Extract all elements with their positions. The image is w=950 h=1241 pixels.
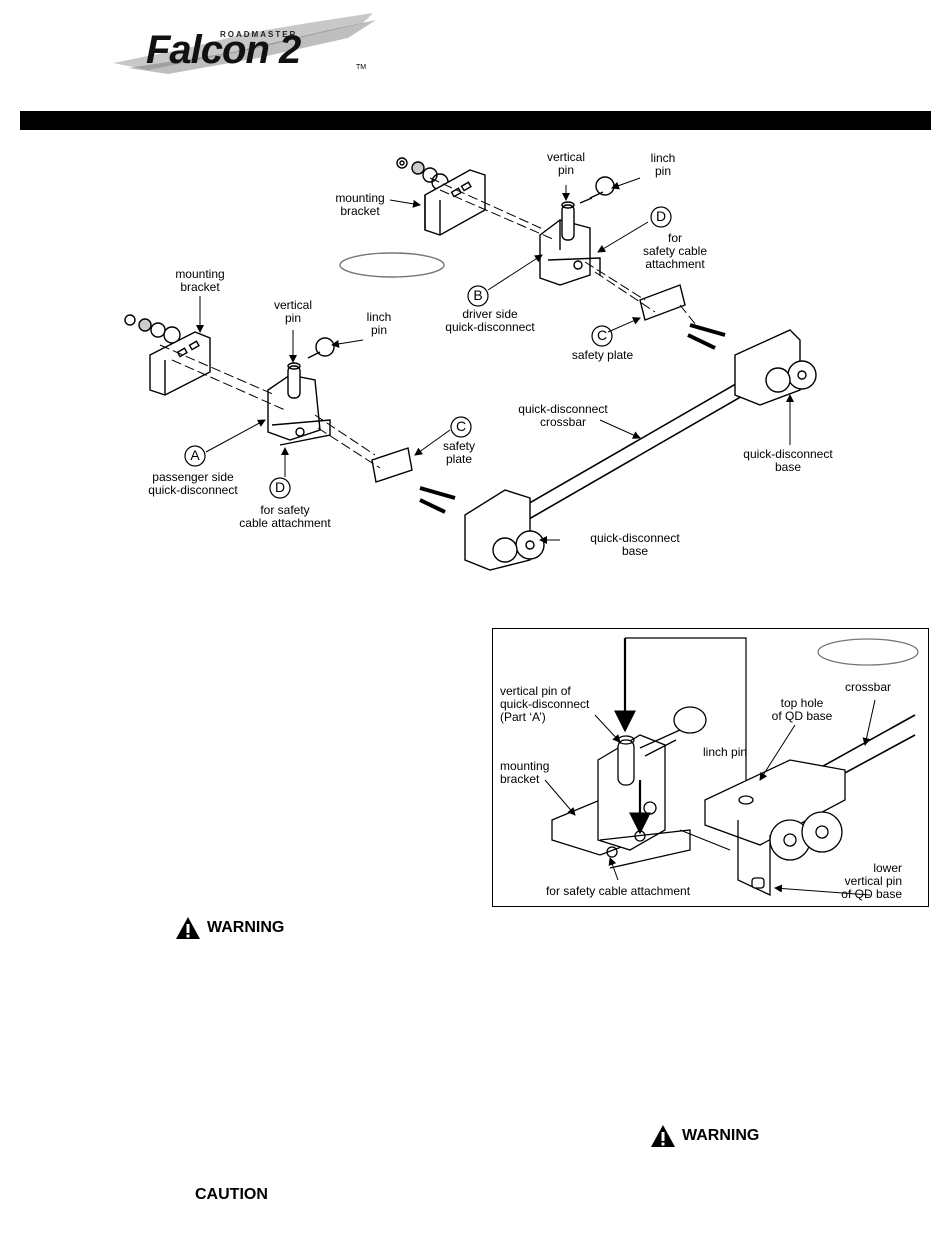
label-vertical-pin-right: vertical pin <box>546 150 585 177</box>
figure-1-diagram <box>124 157 817 571</box>
label-linch-pin-left: linch pin <box>366 310 392 337</box>
label-vertical-pin-left: vertical pin <box>273 298 312 325</box>
warning-triangle-icon <box>651 1125 675 1147</box>
qd-base-crossbar-icon <box>704 714 916 897</box>
callout-b <box>467 285 489 307</box>
callout-d-left-label: D <box>274 479 286 495</box>
logo-roadmaster-text: ROADMASTER <box>220 30 298 39</box>
linch-pin-fig2-icon <box>639 706 707 757</box>
label-fig2-linch-pin: linch pin <box>703 745 748 759</box>
passenger-side-quick-disconnect-icon <box>267 362 331 446</box>
label-d-right-safety-cable: for safety cable attachment <box>642 231 708 271</box>
warning-notice-1: WARNING <box>175 916 284 940</box>
callout-c-left <box>450 416 472 438</box>
callout-a <box>184 445 206 467</box>
safety-plate-right-icon <box>639 284 686 321</box>
falcon-2-logo: ROADMASTER Falcon 2 TM <box>108 8 380 80</box>
warning-notice-2: WARNING <box>650 1124 759 1148</box>
quick-disconnect-crossbar-icon <box>464 329 817 571</box>
label-qd-base-right: quick-disconnect base <box>743 447 833 474</box>
callout-c-right-label: C <box>596 327 608 343</box>
label-fig2-safety-cable: for safety cable attachment <box>545 884 691 898</box>
logo-main-text: Falcon 2 <box>146 28 301 72</box>
safety-plate-left-icon <box>371 447 413 483</box>
figure-2-oval <box>817 638 919 666</box>
label-fig2-lower-pin: lower vertical pin of QD base <box>841 861 902 901</box>
callout-d-right <box>650 206 672 228</box>
label-safety-plate-right: safety plate <box>571 348 634 362</box>
label-mounting-bracket-right: mounting bracket <box>335 191 385 218</box>
label-qd-crossbar: quick-disconnect crossbar <box>518 402 608 429</box>
label-passenger-side-qd: passenger side quick-disconnect <box>148 470 238 497</box>
label-mounting-bracket-left: mounting bracket <box>175 267 225 294</box>
label-driver-side-qd: driver side quick-disconnect <box>445 307 535 334</box>
label-fig2-mounting-bracket: mounting bracket <box>500 759 550 786</box>
linch-pin-right-icon <box>579 176 615 204</box>
figure-1-oval <box>339 252 445 278</box>
label-safety-plate-left: safety plate <box>442 439 475 466</box>
callout-c-left-label: C <box>455 418 467 434</box>
warning-2-text: WARNING <box>682 1127 760 1144</box>
warning-triangle-icon <box>176 917 200 939</box>
label-fig2-vertical-pin: vertical pin of quick-disconnect (Part ‘… <box>500 684 590 724</box>
logo-tm: TM <box>356 64 367 71</box>
qd-assembly-icon <box>551 734 691 869</box>
callout-b-label: B <box>473 287 483 303</box>
header-bar <box>20 111 931 130</box>
hardware-stack-left-icon <box>124 314 181 344</box>
callout-d-left <box>269 477 291 499</box>
label-qd-base-left: quick-disconnect base <box>590 531 680 558</box>
figure-2-frame <box>492 628 929 907</box>
logo-swoosh <box>113 13 376 74</box>
warning-1-text: WARNING <box>207 919 285 936</box>
caution-notice: CAUTION <box>195 1186 268 1203</box>
callout-a-label: A <box>190 447 200 463</box>
callout-d-right-label: D <box>655 208 667 224</box>
callout-c-right <box>591 325 613 347</box>
driver-side-quick-disconnect-icon <box>539 201 601 286</box>
callout-circles <box>184 206 672 499</box>
label-fig2-crossbar: crossbar <box>844 680 891 694</box>
label-linch-pin-right: linch pin <box>650 151 676 178</box>
label-d-left-safety-cable: for safety cable attachment <box>239 503 331 530</box>
label-fig2-top-hole: top hole of QD base <box>771 696 833 723</box>
